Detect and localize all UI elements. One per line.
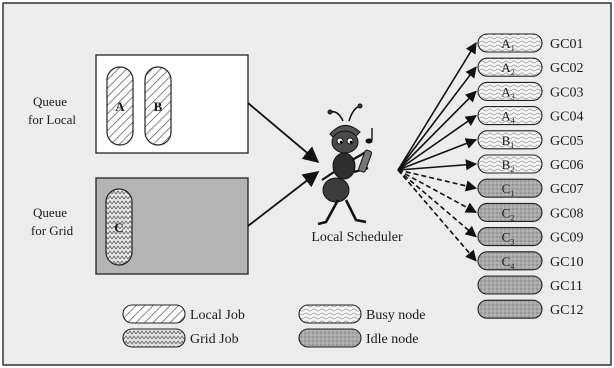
node-job-sub-08: 2	[510, 213, 514, 222]
node-id-07: GC07	[550, 182, 583, 197]
legend-busy-node-label: Busy node	[366, 308, 426, 323]
node-job-sub-07: 1	[510, 189, 514, 198]
node-id-11: GC11	[550, 279, 583, 294]
legend-grid-job-label: Grid Job	[190, 332, 239, 347]
legend-grid-job-swatch	[123, 329, 185, 347]
legend-idle-node-swatch	[299, 329, 361, 347]
local-job-b-label: B	[154, 99, 163, 114]
legend-local-job-swatch	[123, 305, 185, 323]
node-id-04: GC04	[550, 110, 583, 125]
node-job-sub-10: 4	[510, 262, 514, 271]
node-id-09: GC09	[550, 231, 583, 246]
node-job-sub-04: 4	[511, 117, 515, 126]
node-job-sub-02: 2	[511, 68, 515, 77]
node-id-08: GC08	[550, 206, 583, 221]
local-queue-label-line1: Queue	[33, 94, 67, 109]
grid-queue-label-line1: Queue	[33, 205, 67, 220]
local-job-a-label: A	[115, 99, 125, 114]
node-pill-11[interactable]	[478, 276, 542, 294]
scheduler-label: Local Scheduler	[311, 230, 403, 245]
node-job-sub-03: 3	[511, 92, 515, 101]
node-job-sub-06: 2	[510, 165, 514, 174]
legend-busy-node-swatch	[299, 305, 361, 323]
node-id-01: GC01	[550, 37, 583, 52]
grid-queue-label-line2: for Grid	[31, 223, 74, 238]
legend-local-job-label: Local Job	[190, 308, 245, 323]
node-id-03: GC03	[550, 85, 583, 100]
node-id-02: GC02	[550, 61, 583, 76]
node-pill-12[interactable]	[478, 300, 542, 318]
grid-job-c-label: C	[114, 220, 123, 235]
node-id-06: GC06	[550, 158, 583, 173]
local-queue-label-line2: for Local	[28, 112, 76, 127]
node-id-10: GC10	[550, 255, 583, 270]
node-job-sub-09: 3	[510, 238, 514, 247]
node-job-sub-01: 1	[511, 44, 515, 53]
node-job-sub-05: 1	[510, 141, 514, 150]
node-id-12: GC12	[550, 303, 583, 318]
node-id-05: GC05	[550, 134, 583, 149]
legend-idle-node-label: Idle node	[366, 332, 418, 347]
